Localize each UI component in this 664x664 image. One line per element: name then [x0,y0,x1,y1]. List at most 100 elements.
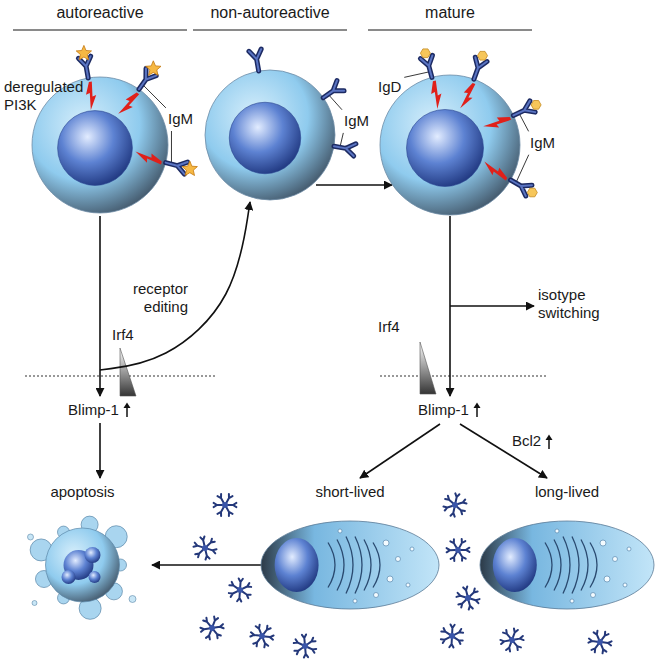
flow-arrow [460,424,547,478]
receptor-label: IgM [344,112,369,130]
antigen [527,188,537,197]
node-text-group: long-lived [477,480,657,501]
factor-label: Irf4 [112,326,134,344]
node-text-group: Blimp-1 [400,398,500,422]
vesicle [338,529,342,533]
vesicle [600,540,606,546]
antibody [214,494,237,516]
antibody [587,630,612,654]
antigen [420,49,430,58]
pathway-label: deregulated PI3K [4,78,90,114]
receptor-core [249,49,261,71]
edge-label-box: receptor editing [108,280,188,316]
node-label: short-lived [258,483,442,501]
receptor-core [334,144,356,156]
flow-arrow [316,184,392,186]
cell-body [380,75,520,215]
signal-bolt [483,117,511,128]
heading-rule [13,29,187,31]
column-heading: non-autoreactive [201,4,339,22]
signal-bolt [86,82,96,111]
node-shape [201,0,339,200]
vesicle [353,599,357,603]
vesicle [613,557,618,562]
vesicle [623,583,627,587]
antibody [248,621,277,650]
antibody [224,575,255,606]
up-arrow [472,402,482,418]
apoptotic-fragment [32,601,37,606]
autoantigen [182,161,197,175]
antibody [443,535,473,566]
signal-bolt [431,81,441,110]
gradient-wedge [120,348,136,396]
column-heading: autoreactive [21,4,179,22]
node-text-group: non-autoreactive [201,0,339,22]
er-membrane [572,537,579,594]
vesicle [406,583,410,587]
flow-arrow [152,564,261,566]
receptor [323,81,344,98]
er-membrane [337,540,344,591]
antibody [442,492,468,519]
node-text-group: short-lived [258,480,442,501]
vesicle [555,529,559,533]
er-membrane [563,537,570,594]
factor-label: Irf4 [378,318,400,336]
signal-bolt [136,151,162,164]
er-membrane [590,543,597,588]
nuclear-fragment [62,570,76,584]
nuclear-fragment [89,571,101,583]
antibody [293,634,317,659]
node-text-group: mature [376,0,524,22]
autoantigen [76,45,91,60]
node-text-group: Blimp-1 [50,398,150,422]
signal-bolt [484,161,507,180]
node-shape [376,0,524,215]
receptor-label: IgD [378,78,401,96]
antibody [452,582,484,614]
vesicle [383,540,389,546]
plasma-cell: long-lived [477,480,657,612]
threshold-line [380,375,548,376]
receptor [249,49,261,71]
flow-arrow [450,305,534,307]
node-shape [21,0,179,215]
node-text-group: autoreactive [21,0,179,22]
receptor-label: IgM [530,134,555,152]
node-label: Blimp-1 [418,401,469,419]
node-text-group: isotype switching [538,286,626,322]
edge-label: receptor editing [133,280,188,315]
er-membrane [355,537,362,594]
factor-node: Blimp-1 [50,398,150,422]
up-arrow [544,434,554,450]
flow-arrow [99,423,101,478]
vesicle [604,576,610,582]
antibody [196,612,227,643]
plasma-cell: short-lived [258,480,442,612]
vesicle [410,547,414,551]
plasma-cell-body [261,521,439,609]
up-arrow [122,402,132,418]
leader-line [328,94,342,109]
node-label: long-lived [477,483,657,501]
receptor-core [323,81,344,98]
signal-bolt [460,83,475,108]
er-membrane [328,543,335,588]
antigen [531,101,541,110]
leader-line [519,113,529,131]
factor-node: Blimp-1 [400,398,500,422]
outcome-text: isotype switching [538,286,626,326]
vesicle [374,593,379,598]
nucleus [407,110,484,187]
leader-line [171,131,172,164]
nucleus [58,111,133,186]
apoptotic-fragment [129,596,136,603]
node-text-group: apoptosis [11,480,154,501]
heading-rule [368,29,532,31]
edge-label: Bcl2 [512,432,541,449]
vesicle [570,599,574,603]
